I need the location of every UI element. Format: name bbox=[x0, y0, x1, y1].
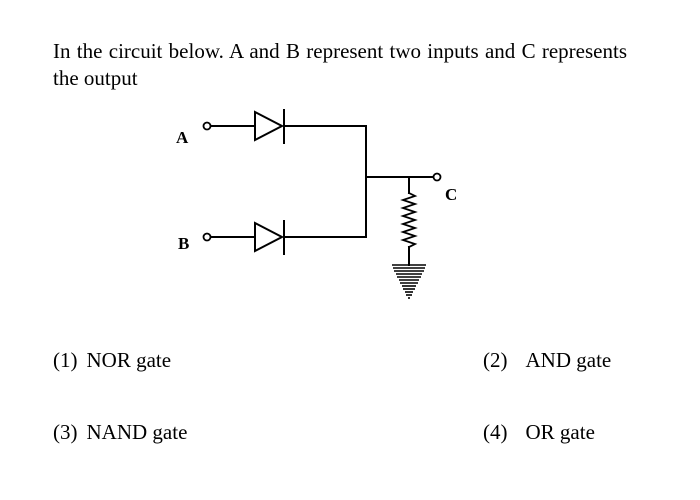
diode-a bbox=[254, 109, 285, 144]
output-label: C bbox=[445, 185, 457, 204]
question-text: In the circuit below. A and B represent … bbox=[53, 39, 627, 90]
option-2[interactable]: (2) AND gate bbox=[483, 347, 611, 373]
input-a-terminal bbox=[202, 121, 212, 131]
ground-icon bbox=[392, 264, 426, 299]
option-3-label: NAND gate bbox=[86, 420, 188, 444]
option-4-label: OR gate bbox=[525, 420, 595, 444]
output-terminal bbox=[432, 172, 442, 182]
option-4[interactable]: (4) OR gate bbox=[483, 419, 595, 445]
option-3[interactable]: (3) NAND gate bbox=[53, 419, 187, 445]
input-b-label: B bbox=[178, 234, 189, 253]
input-b-terminal bbox=[202, 232, 212, 242]
diode-b bbox=[254, 220, 285, 255]
option-3-number: (3) bbox=[53, 420, 78, 444]
option-1-label: NOR gate bbox=[86, 348, 172, 372]
option-1[interactable]: (1) NOR gate bbox=[53, 347, 171, 373]
option-2-number: (2) bbox=[483, 348, 508, 372]
input-a-label: A bbox=[176, 128, 189, 147]
option-2-label: AND gate bbox=[525, 348, 612, 372]
option-1-number: (1) bbox=[53, 348, 78, 372]
resistor bbox=[400, 191, 418, 249]
option-4-number: (4) bbox=[483, 420, 508, 444]
